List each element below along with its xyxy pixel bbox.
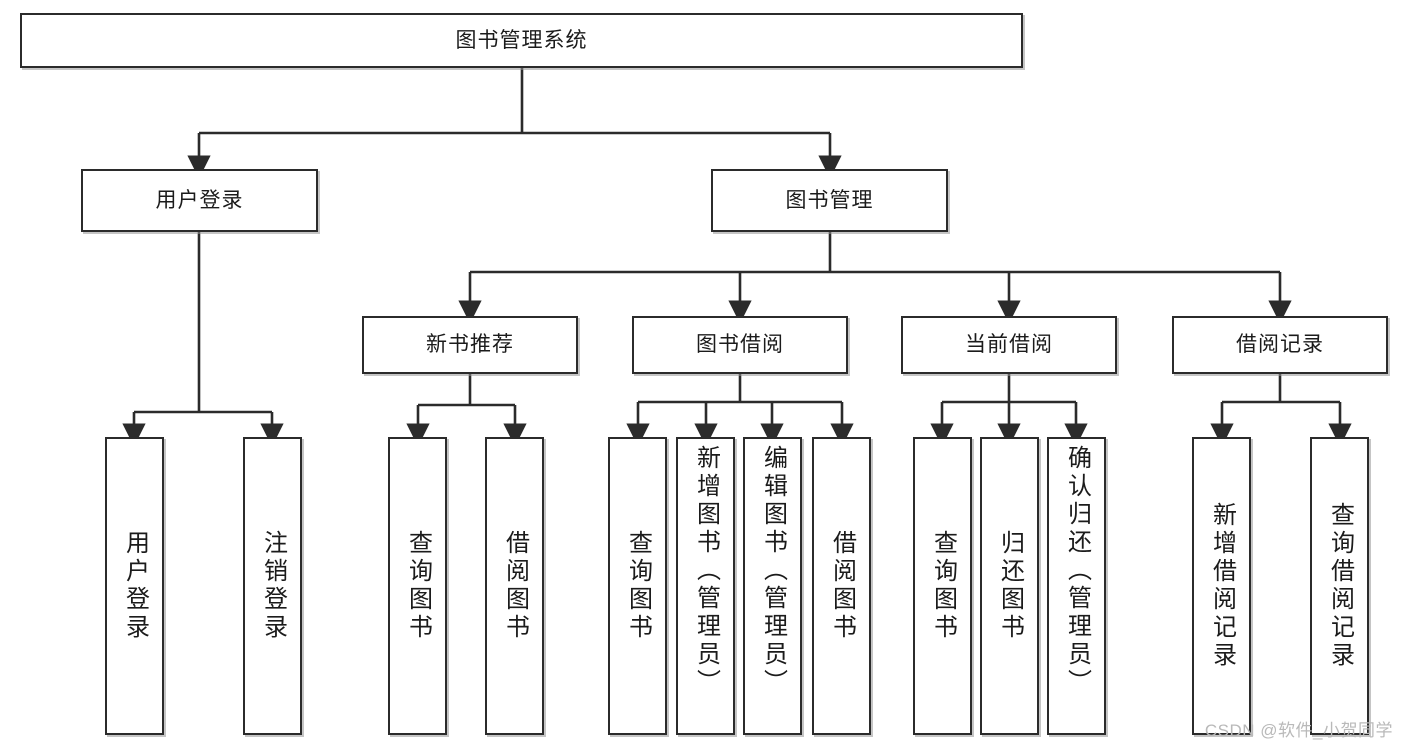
node-book-management[interactable]: 图书管理 [711,169,948,232]
leaf-confirm-return-admin[interactable]: 确认归还（管理员） [1047,437,1106,735]
node-label: 新书推荐 [426,333,514,357]
leaf-query-book-2[interactable]: 查询图书 [608,437,667,735]
node-borrow-record[interactable]: 借阅记录 [1172,316,1388,374]
node-book-borrow[interactable]: 图书借阅 [632,316,848,374]
leaf-label: 注销登录 [259,530,287,642]
leaf-label: 借阅图书 [828,530,856,642]
leaf-add-book-admin[interactable]: 新增图书（管理员） [676,437,735,735]
node-new-book-recommend[interactable]: 新书推荐 [362,316,578,374]
leaf-return-book[interactable]: 归还图书 [980,437,1039,735]
node-label: 图书管理 [785,188,874,212]
leaf-label: 查询图书 [929,530,957,642]
node-label: 用户登录 [155,188,244,212]
leaf-label: 借阅图书 [501,530,529,642]
leaf-logout-login[interactable]: 注销登录 [243,437,302,735]
node-user-login[interactable]: 用户登录 [81,169,318,232]
node-label: 借阅记录 [1236,333,1324,357]
leaf-borrow-book-1[interactable]: 借阅图书 [485,437,544,735]
node-current-borrow[interactable]: 当前借阅 [901,316,1117,374]
leaf-add-borrow-record[interactable]: 新增借阅记录 [1192,437,1251,735]
leaf-label: 归还图书 [996,530,1024,642]
leaf-query-borrow-record[interactable]: 查询借阅记录 [1310,437,1369,735]
leaf-label: 新增借阅记录 [1208,502,1236,670]
leaf-label: 编辑图书（管理员） [759,445,787,697]
node-book-management-system[interactable]: 图书管理系统 [20,13,1023,68]
node-label: 图书借阅 [696,333,784,357]
leaf-query-book-1[interactable]: 查询图书 [388,437,447,735]
leaf-user-login[interactable]: 用户登录 [105,437,164,735]
leaf-borrow-book-2[interactable]: 借阅图书 [812,437,871,735]
leaf-label: 新增图书（管理员） [692,445,720,697]
leaf-label: 查询图书 [404,530,432,642]
node-label: 图书管理系统 [455,28,588,52]
node-label: 当前借阅 [965,333,1053,357]
leaf-label: 查询图书 [624,530,652,642]
leaf-label: 查询借阅记录 [1326,502,1354,670]
leaf-label: 确认归还（管理员） [1063,445,1091,697]
leaf-edit-book-admin[interactable]: 编辑图书（管理员） [743,437,802,735]
leaf-label: 用户登录 [121,530,149,642]
leaf-query-book-3[interactable]: 查询图书 [913,437,972,735]
